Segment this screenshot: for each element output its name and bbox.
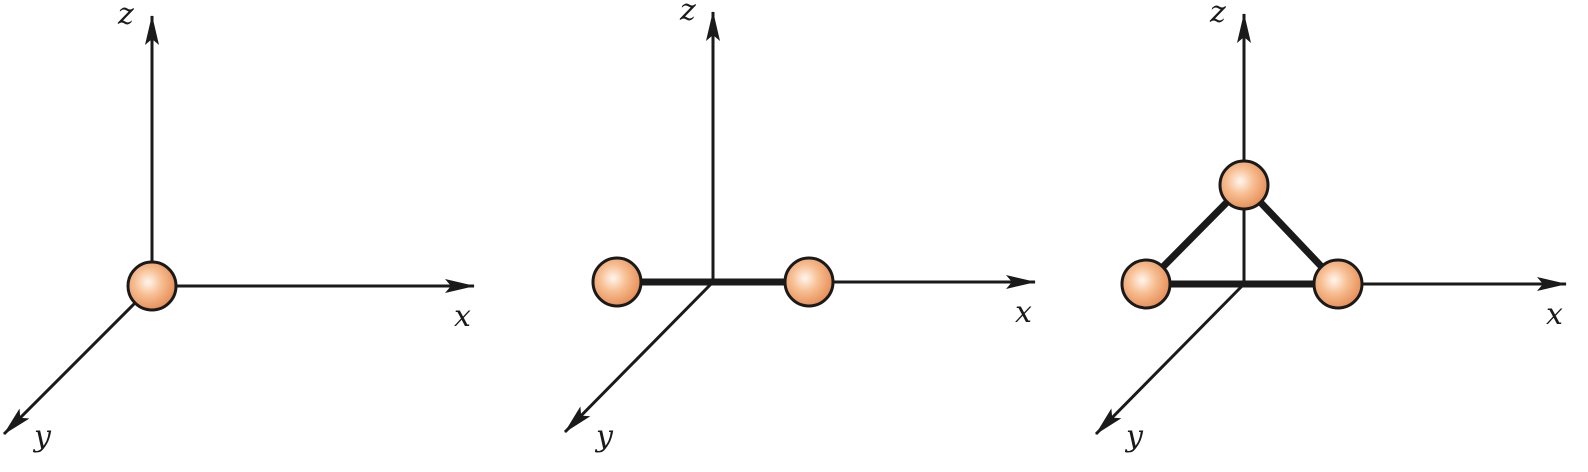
z-axis-label: z	[1209, 0, 1226, 30]
x-axis-label: x	[1015, 295, 1032, 330]
atom-right	[1312, 258, 1364, 310]
y-axis	[2, 284, 154, 436]
y-axis-label: y	[594, 419, 614, 454]
atom	[126, 260, 178, 312]
z-axis-label: z	[117, 0, 134, 32]
y-axis	[1094, 282, 1246, 436]
y-axis	[563, 280, 715, 434]
panel-3: z x y	[1094, 0, 1567, 454]
x-axis-label: x	[454, 299, 471, 334]
y-axis-label: y	[32, 419, 52, 454]
x-axis-label: x	[1546, 297, 1563, 332]
atom-left	[1120, 258, 1172, 310]
atom-left	[591, 256, 643, 308]
atom-top	[1218, 159, 1270, 211]
z-axis-label: z	[679, 0, 696, 28]
atom-right	[783, 256, 835, 308]
panel-1: z x y	[2, 0, 475, 454]
y-axis-label: y	[1124, 419, 1144, 454]
panel-2: z x y	[563, 0, 1036, 454]
